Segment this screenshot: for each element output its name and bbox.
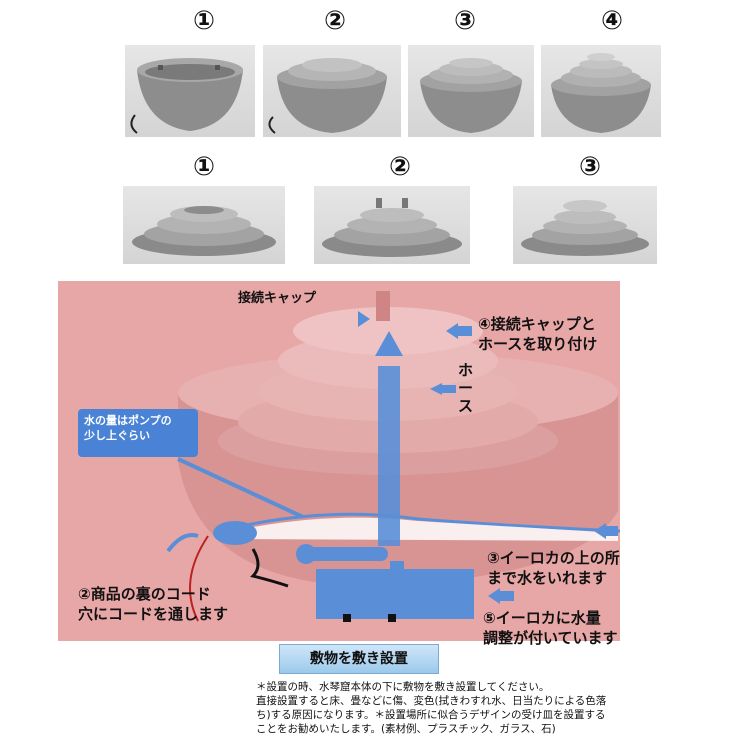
label-step2-line1: ②商品の裏のコード [78,584,211,604]
step-number-top-2: ② [315,6,355,36]
step-number-bottom-2: ② [380,152,420,182]
note-line-2: 直接設置すると床、畳などに傷、変色(拭きわすれ水、日当たりによる色落 [256,694,606,708]
label-hose-3: ス [458,396,473,416]
photo-bowl-step-3 [408,45,534,137]
label-step5-line2: 調整が付いています [483,628,618,648]
label-step5-line1: ⑤イーロカに水量 [483,608,601,628]
label-step2-line2: 穴にコードを通します [78,604,228,624]
label-step3-line2: まで水をいれます [487,568,607,588]
step-number-bottom-1: ① [184,152,224,182]
label-step3-line1: ③イーロカの上の所 [487,548,620,568]
note-line-4: ことをお勧めいたします。(素材例、プラスチック、ガラス、石) [256,722,556,736]
photo-tiers-step-2 [314,186,470,264]
water-level-callout: 水の量はポンプの 少し上ぐらい [78,409,198,457]
label-connection-cap: 接続キャップ [238,289,316,309]
photo-bowl-step-4 [541,45,661,137]
water-level-line1: 水の量はポンプの [84,413,192,428]
note-line-3: ち)する原因になります。＊設置場所に似合うデザインの受け皿を設置する [256,708,606,722]
step-number-bottom-3: ③ [570,152,610,182]
label-step4-line1: ④接続キャップと [478,314,596,334]
photo-tiers-step-1 [123,186,285,264]
label-hose-1: ホ [458,360,473,380]
mat-instruction-banner: 敷物を敷き設置 [279,644,439,674]
step-number-top-1: ① [184,6,224,36]
step-number-top-4: ④ [592,6,632,36]
photo-tiers-step-3 [513,186,657,264]
step-number-top-3: ③ [445,6,485,36]
label-hose-2: ー [458,378,473,398]
note-line-1: ＊設置の時、水琴窟本体の下に敷物を敷き設置してください。 [256,680,549,694]
photo-bowl-step-2 [263,45,401,137]
label-step4-line2: ホースを取り付け [478,334,597,354]
water-level-line2: 少し上ぐらい [84,428,192,443]
photo-bowl-step-1 [125,45,255,137]
